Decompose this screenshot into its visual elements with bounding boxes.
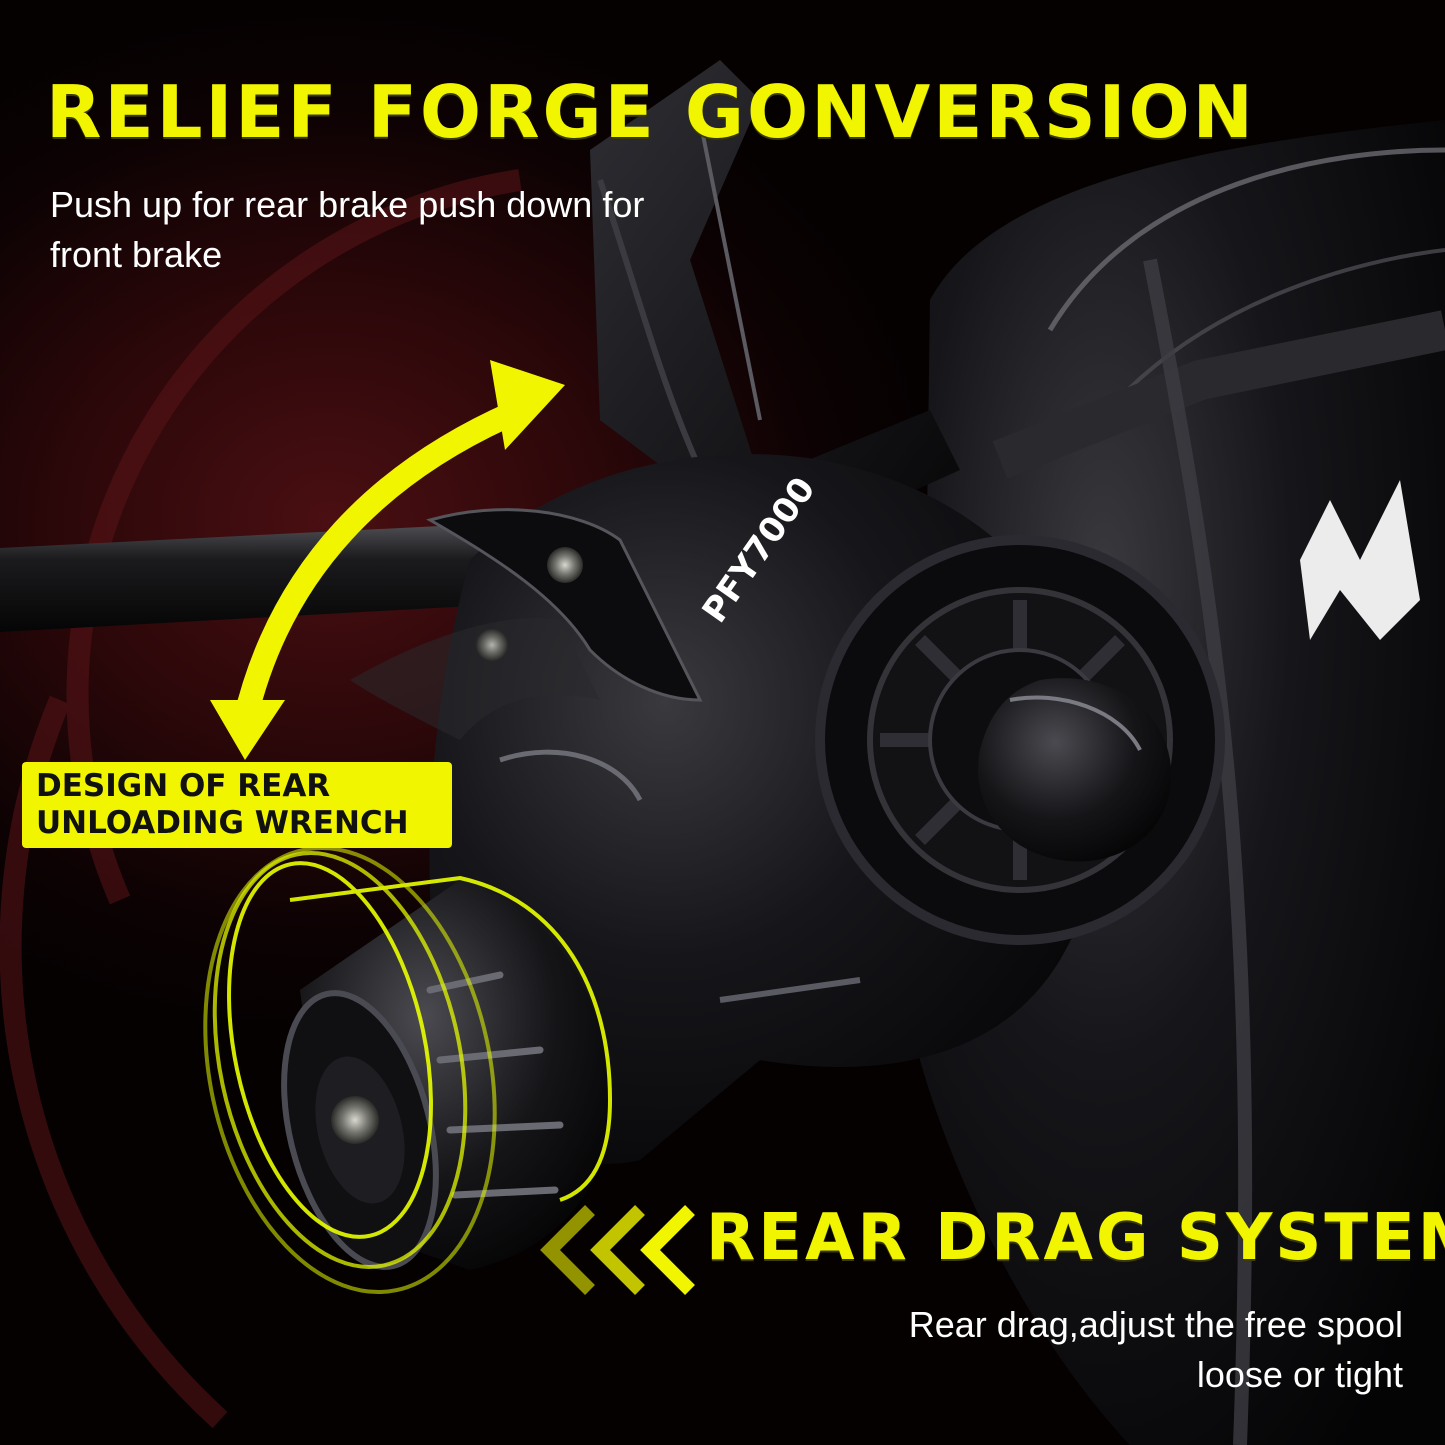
rear-drag-cap (203, 846, 613, 1294)
rear-drag-line-2: loose or tight (1196, 1354, 1403, 1395)
rear-drag-description: Rear drag,adjust the free spool loose or… (803, 1300, 1403, 1400)
rod (0, 520, 580, 632)
brake-lever-ghost (350, 618, 600, 740)
drag-knob (978, 678, 1172, 862)
rear-drag-title: REAR DRAG SYSTEM (706, 1201, 1445, 1275)
double-arrow-icon (210, 360, 565, 760)
badge-line-1: DESIGN OF REAR (36, 768, 331, 804)
subtitle: Push up for rear brake push down for fro… (50, 184, 645, 275)
lever-screw-ghost (476, 629, 508, 661)
logo-icon (1300, 480, 1420, 640)
lever-screw (547, 547, 583, 583)
brake-lever (426, 508, 703, 702)
rear-drag-line-1: Rear drag,adjust the free spool (908, 1304, 1403, 1345)
page-title: RELIEF FORGE GONVERSION (46, 70, 1256, 154)
feature-badge: DESIGN OF REAR UNLOADING WRENCH (22, 762, 452, 848)
badge-line-2: UNLOADING WRENCH (36, 805, 409, 841)
chevron-left-icon (540, 1205, 695, 1295)
